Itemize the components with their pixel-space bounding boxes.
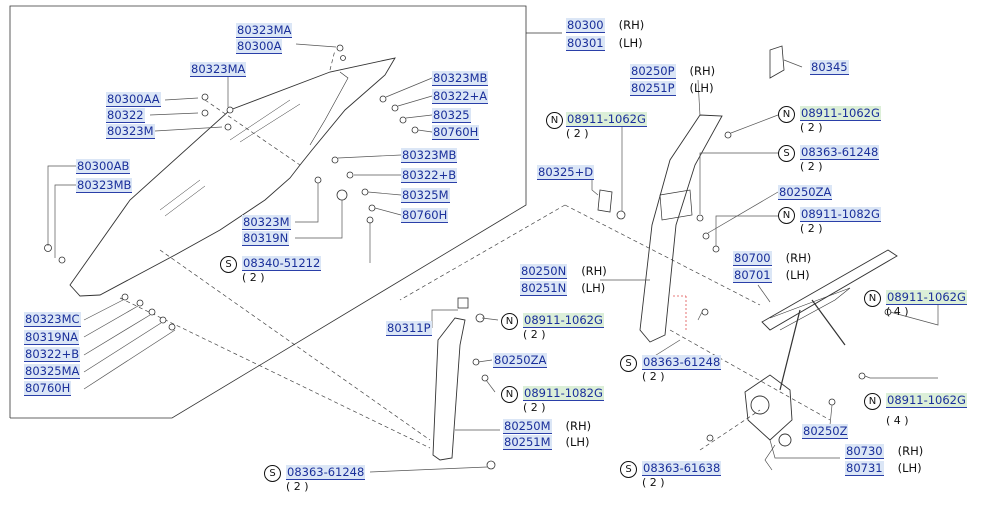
- fastener-qty: ( 2 ): [800, 160, 823, 173]
- part-label-80301[interactable]: 80301(LH): [566, 36, 643, 51]
- part-label-80325m[interactable]: 80325M: [401, 188, 450, 203]
- fastener-label-08911-1062g[interactable]: 08911-1062G: [523, 313, 604, 328]
- part-label-80325d[interactable]: 80325+D: [537, 165, 595, 180]
- bracket-80325d: [597, 189, 613, 213]
- part-label-80731[interactable]: 80731(LH): [845, 461, 922, 476]
- fastener-qty: ( 4 ): [886, 305, 909, 318]
- fastener-label-08363-61248[interactable]: 08363-61248: [800, 145, 880, 160]
- fastener-label-08363-61248[interactable]: 08363-61248: [286, 465, 366, 480]
- part-label-80300aa[interactable]: 80300AA: [106, 92, 161, 107]
- fastener-qty: ( 4 ): [886, 414, 909, 427]
- window-regulator: [744, 249, 898, 471]
- part-label-80311p[interactable]: 80311P: [386, 321, 432, 336]
- part-label-80345[interactable]: 80345: [810, 60, 849, 75]
- part-label-80760h[interactable]: 80760H: [432, 125, 480, 140]
- fastener-qty: ( 2 ): [566, 127, 589, 140]
- fastener-symbol-s: S: [620, 355, 637, 372]
- fastener-symbol-n: N: [501, 313, 518, 330]
- rear-run-channel: [639, 114, 723, 343]
- part-label-80323mc[interactable]: 80323MC: [24, 312, 81, 327]
- part-label-80323mb[interactable]: 80323MB: [401, 148, 458, 163]
- fastener-qty: ( 2 ): [523, 401, 546, 414]
- part-label-80300ab[interactable]: 80300AB: [76, 159, 131, 174]
- fastener-symbol-s: S: [620, 461, 637, 478]
- fastener-qty: ( 2 ): [800, 121, 823, 134]
- fastener-label-08911-1062g[interactable]: 08911-1062G: [886, 393, 967, 408]
- part-label-80251n[interactable]: 80251N(LH): [520, 281, 606, 296]
- part-label-80322b[interactable]: 80322+B: [401, 168, 458, 183]
- part-label-80250m[interactable]: 80250M(RH): [503, 419, 592, 434]
- part-label-80250za[interactable]: 80250ZA: [778, 185, 833, 200]
- part-label-80700[interactable]: 80700(RH): [733, 251, 812, 266]
- fastener-label-08340-51212[interactable]: 08340-51212: [242, 256, 322, 271]
- part-label-80251p[interactable]: 80251P(LH): [630, 81, 714, 96]
- part-label-80701[interactable]: 80701(LH): [733, 268, 810, 283]
- fastener-qty: ( 2 ): [800, 222, 823, 235]
- fastener-symbol-n: N: [864, 393, 881, 410]
- part-label-80323m[interactable]: 80323M: [242, 215, 291, 230]
- part-label-80300[interactable]: 80300(RH): [566, 18, 645, 33]
- part-label-80319n[interactable]: 80319N: [242, 231, 290, 246]
- part-label-80250p[interactable]: 80250P(RH): [630, 64, 716, 79]
- fastener-symbol-n: N: [864, 290, 881, 307]
- part-label-80322b[interactable]: 80322+B: [24, 347, 81, 362]
- fastener-label-08911-1062g[interactable]: 08911-1062G: [566, 112, 647, 127]
- fastener-qty: ( 2 ): [523, 328, 546, 341]
- fastener-label-08911-1082g[interactable]: 08911-1082G: [800, 207, 881, 222]
- fastener-symbol-n: N: [501, 386, 518, 403]
- part-label-80319na[interactable]: 80319NA: [24, 330, 80, 345]
- fastener-symbol-n: N: [778, 207, 795, 224]
- fastener-symbol-s: S: [220, 256, 237, 273]
- bracket-80345: [769, 45, 785, 79]
- part-label-80323m[interactable]: 80323M: [106, 124, 155, 139]
- fastener-label-08363-61248[interactable]: 08363-61248: [642, 355, 722, 370]
- part-label-80322[interactable]: 80322: [106, 108, 145, 123]
- part-label-80325[interactable]: 80325: [432, 108, 471, 123]
- part-label-80323ma[interactable]: 80323MA: [190, 62, 247, 77]
- clip-80311p: [457, 297, 469, 309]
- fastener-label-08911-1062g[interactable]: 08911-1062G: [800, 106, 881, 121]
- part-label-80250za[interactable]: 80250ZA: [493, 353, 548, 368]
- part-label-80325ma[interactable]: 80325MA: [24, 364, 81, 379]
- glass-group-frame: [9, 5, 527, 419]
- front-run-channel: [432, 317, 466, 461]
- fastener-symbol-n: N: [546, 112, 563, 129]
- fastener-symbol-n: N: [778, 106, 795, 123]
- part-label-80760h[interactable]: 80760H: [401, 208, 449, 223]
- fastener-qty: ( 2 ): [286, 480, 309, 493]
- fastener-qty: ( 2 ): [642, 476, 665, 489]
- fastener-qty: ( 2 ): [242, 271, 265, 284]
- part-label-80323mb[interactable]: 80323MB: [432, 71, 489, 86]
- part-label-80730[interactable]: 80730(RH): [845, 444, 924, 459]
- part-label-80323mb[interactable]: 80323MB: [76, 178, 133, 193]
- part-label-80250z[interactable]: 80250Z: [802, 424, 849, 439]
- part-label-80322a[interactable]: 80322+A: [432, 89, 489, 104]
- door-glass: [69, 57, 396, 297]
- fastener-symbol-s: S: [778, 145, 795, 162]
- fastener-qty: ( 2 ): [642, 370, 665, 383]
- fastener-label-08911-1062g[interactable]: 08911-1062G: [886, 290, 967, 305]
- fastener-label-08363-61638[interactable]: 08363-61638: [642, 461, 722, 476]
- fastener-label-08911-1082g[interactable]: 08911-1082G: [523, 386, 604, 401]
- fastener-symbol-s: S: [264, 465, 281, 482]
- part-label-80250n[interactable]: 80250N(RH): [520, 264, 607, 279]
- part-label-80323ma[interactable]: 80323MA: [236, 23, 293, 38]
- part-label-80300a[interactable]: 80300A: [236, 39, 283, 54]
- part-label-80251m[interactable]: 80251M(LH): [503, 435, 590, 450]
- part-label-80760h[interactable]: 80760H: [24, 381, 72, 396]
